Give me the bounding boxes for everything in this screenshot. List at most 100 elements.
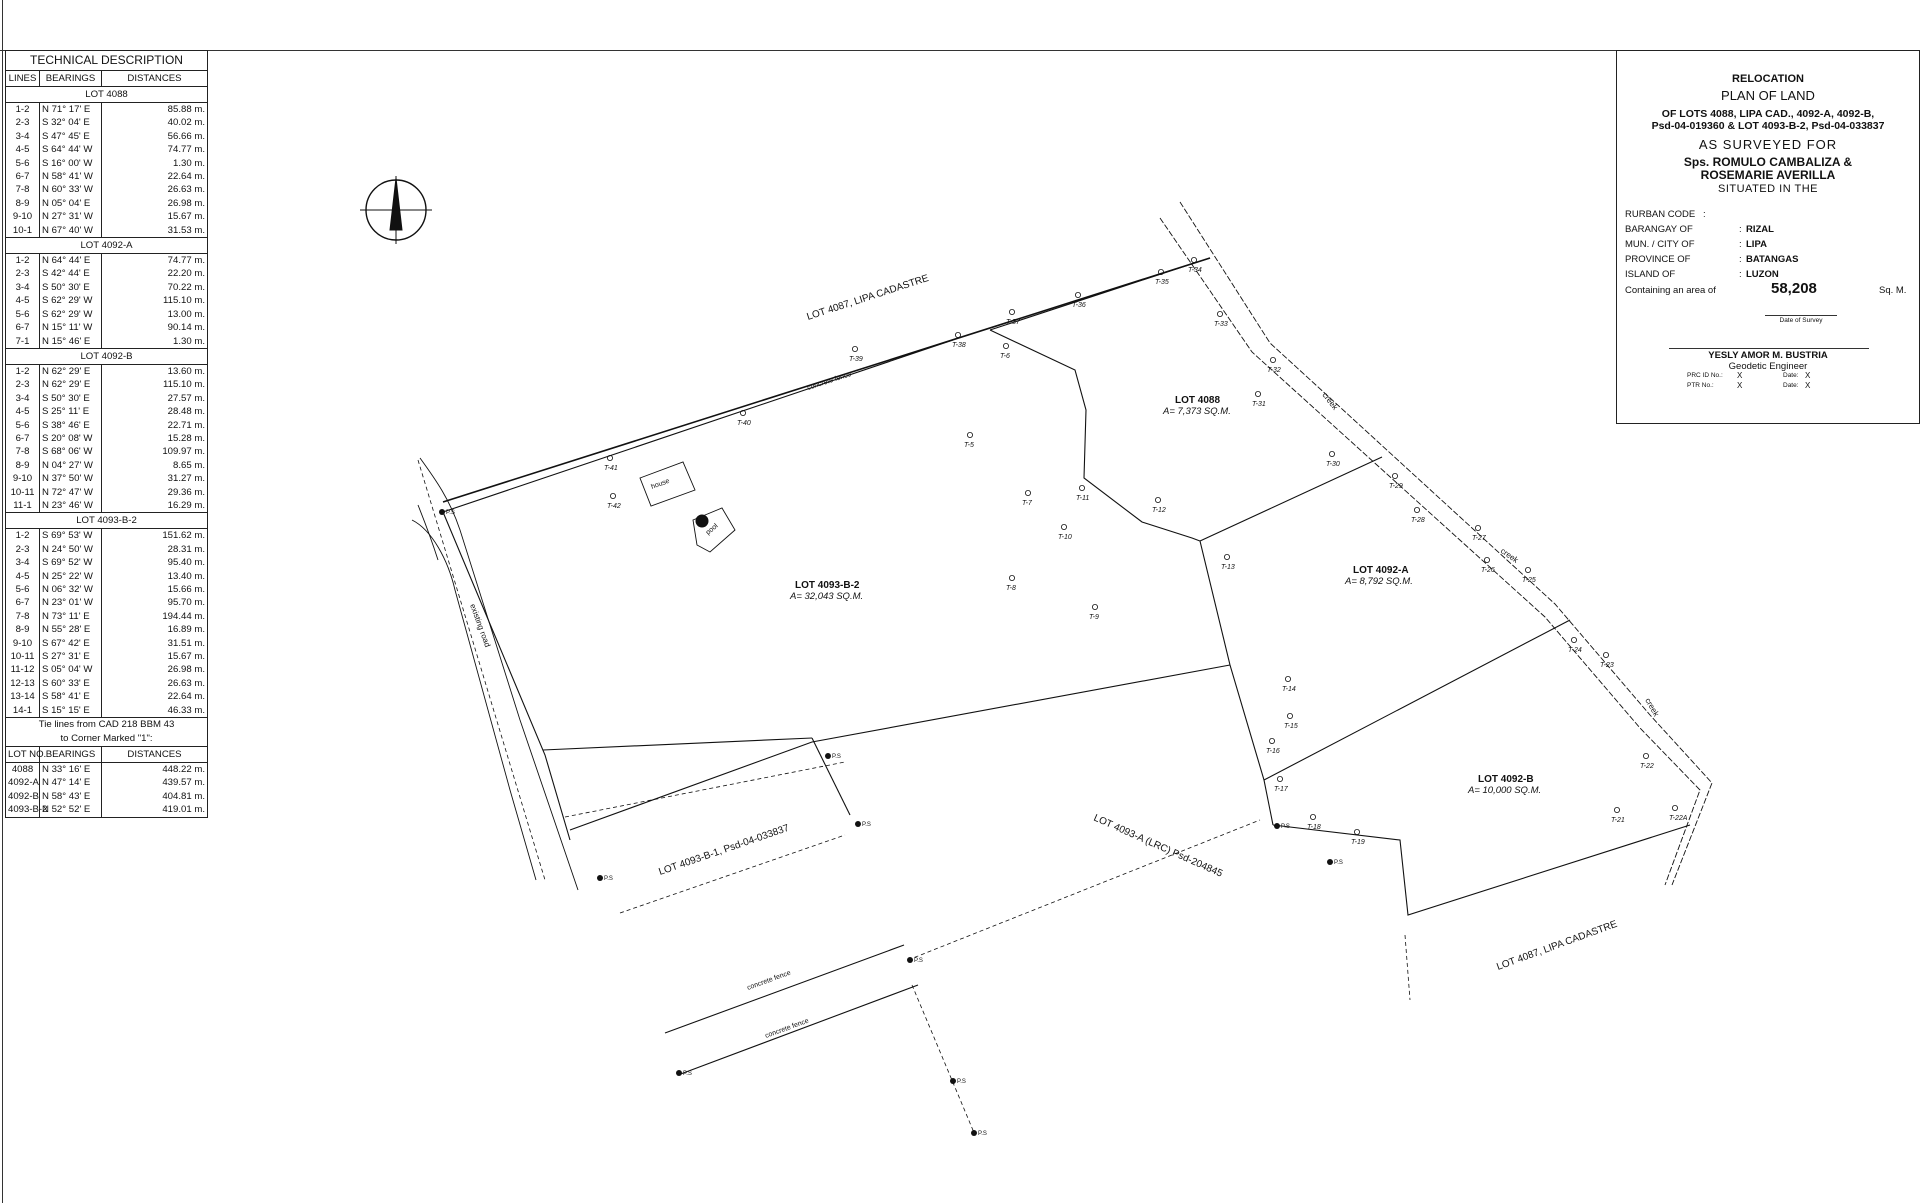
- ps-label: P.S: [604, 876, 613, 882]
- station-marker: [1217, 310, 1224, 317]
- td-distance: 115.10 m.: [101, 378, 208, 392]
- station-label: T-37: [1006, 319, 1021, 326]
- field-label-barangay: BARANGAY OF: [1625, 224, 1693, 235]
- tie-title-row: Tie lines from CAD 218 BBM 43: [5, 717, 208, 733]
- station-label: T-35: [1155, 279, 1169, 286]
- station-marker: [1354, 829, 1361, 836]
- label-creek-1: creek: [1320, 391, 1340, 413]
- td-distance: 26.98 m.: [101, 196, 208, 211]
- td-section-row: LOT 4088: [5, 86, 208, 103]
- station-label: T-27: [1472, 535, 1487, 542]
- area-value: 58,208: [1771, 280, 1817, 297]
- station-label: T-14: [1282, 686, 1296, 693]
- date-label-2: Date:: [1783, 382, 1799, 389]
- td-distance: 1.30 m.: [101, 156, 208, 171]
- station-marker: [1155, 496, 1162, 503]
- station-label: T-15: [1284, 723, 1298, 730]
- td-distance: 31.51 m.: [101, 636, 208, 651]
- station-marker: [1079, 484, 1086, 491]
- date-label-1: Date:: [1783, 372, 1799, 379]
- station-label: T-24: [1568, 647, 1582, 654]
- station-label: T-9: [1089, 614, 1099, 621]
- td-distance: 74.77 m.: [101, 253, 208, 268]
- ps-label: P.S: [978, 1131, 987, 1137]
- area-unit: Sq. M.: [1879, 285, 1907, 296]
- label-house: house: [650, 478, 670, 491]
- ps-label: P.S: [862, 822, 871, 828]
- field-label-city: MUN. / CITY OF: [1625, 239, 1695, 250]
- td-distance: 26.63 m.: [101, 676, 208, 691]
- station-marker: [1191, 256, 1198, 263]
- tie-title-line2: to Corner Marked "1":: [5, 732, 208, 747]
- td-distance: 151.62 m.: [101, 528, 208, 543]
- station-label: T-25: [1522, 577, 1536, 584]
- sheet-border-left: [2, 0, 3, 1203]
- td-distance: 85.88 m.: [101, 102, 208, 117]
- ps-marker: [855, 821, 861, 827]
- station-marker: [1525, 567, 1532, 574]
- lot-4092b-area: A= 10,000 SQ.M.: [1467, 785, 1541, 796]
- tie-distance: 419.01 m.: [101, 803, 208, 818]
- lot-4092b-name: LOT 4092-B: [1478, 774, 1534, 785]
- label-existing-road: existing road: [468, 603, 492, 649]
- td-distance: 109.97 m.: [101, 445, 208, 459]
- td-distance: 13.00 m.: [101, 307, 208, 322]
- td-section-row: LOT 4093-B-2: [5, 512, 208, 530]
- existing-road-lines: [411, 457, 579, 891]
- label-creek-3: creek: [1643, 697, 1661, 719]
- station-marker: [852, 345, 859, 352]
- td-distance: 22.71 m.: [101, 418, 208, 432]
- station-marker: [610, 492, 617, 499]
- station-marker: [740, 409, 747, 416]
- station-label: T-19: [1351, 839, 1365, 846]
- tie-distance: 404.81 m.: [101, 789, 208, 804]
- station-marker: [1475, 525, 1482, 532]
- td-distance: 46.33 m.: [101, 703, 208, 719]
- station-label: T-40: [737, 420, 751, 427]
- label-lot4093b1: LOT 4093-B-1, Psd-04-033837: [657, 823, 791, 878]
- date-line: [1765, 315, 1837, 316]
- td-distance: 31.27 m.: [101, 472, 208, 486]
- td-distance: 27.57 m.: [101, 391, 208, 406]
- td-section-name: LOT 4088: [5, 86, 208, 103]
- sheet-border-top: [0, 50, 1920, 51]
- engineer-title: Geodetic Engineer: [1728, 361, 1808, 372]
- td-distance: 194.44 m.: [101, 609, 208, 624]
- station-marker: [1092, 604, 1099, 611]
- ps-marker: [1274, 823, 1280, 829]
- td-distance: 95.70 m.: [101, 596, 208, 610]
- title-block: RELOCATION PLAN OF LAND OF LOTS 4088, LI…: [1616, 50, 1920, 424]
- station-marker: [1277, 776, 1284, 783]
- station-label: T-28: [1411, 517, 1425, 524]
- station-label: T-38: [952, 342, 966, 349]
- tie-title-line1: Tie lines from CAD 218 BBM 43: [5, 717, 208, 733]
- station-label: T-10: [1058, 534, 1072, 541]
- station-marker: [1329, 450, 1336, 457]
- station-label: T-5: [964, 442, 974, 449]
- pool-icon: [692, 507, 736, 553]
- td-title: TECHNICAL DESCRIPTION: [5, 50, 208, 71]
- signature-line: [1669, 348, 1869, 349]
- td-distance: 8.65 m.: [101, 458, 208, 473]
- ps-markers: P.SP.SP.SP.SP.SP.SP.SP.SP.SP.S: [439, 509, 1343, 1137]
- station-label: T-22: [1640, 763, 1654, 770]
- td-distance: 15.66 m.: [101, 583, 208, 597]
- station-label: T-21: [1611, 817, 1625, 824]
